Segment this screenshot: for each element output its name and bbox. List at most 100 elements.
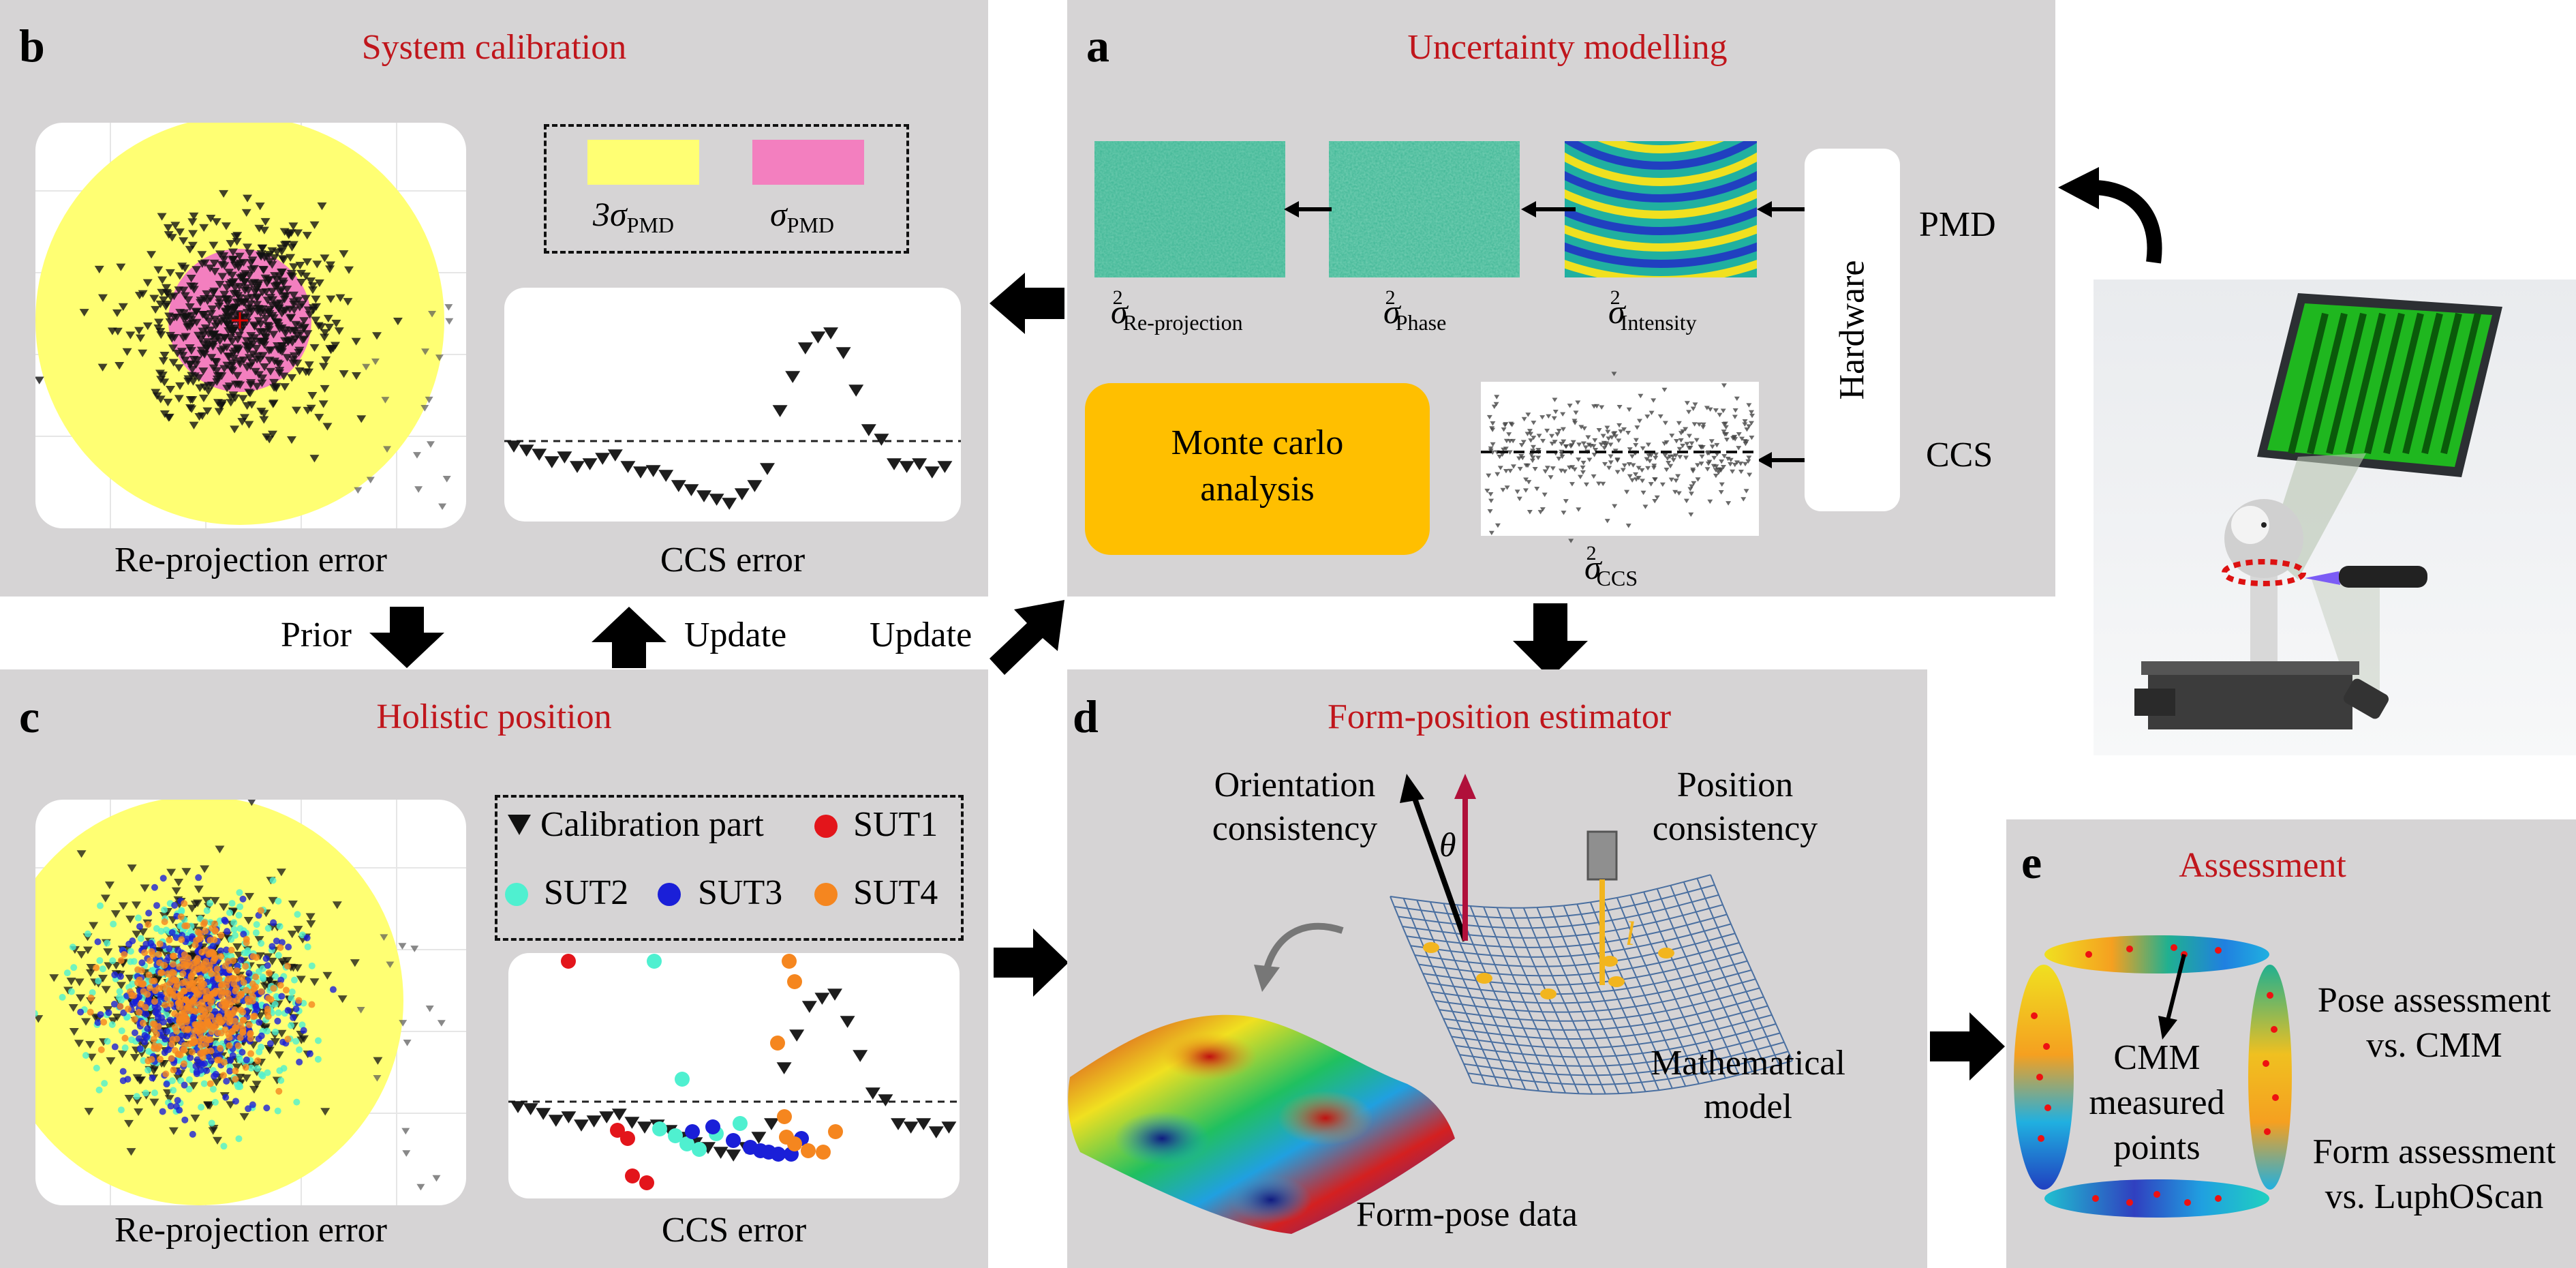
sut-marker — [226, 1068, 234, 1075]
ccs-uncertainty-marker — [1666, 461, 1672, 466]
sut-marker — [230, 919, 238, 926]
sut-marker — [200, 1080, 208, 1087]
pose-assessment-line2: vs. CMM — [2366, 1026, 2502, 1065]
reprojection-marker — [243, 346, 253, 354]
sut-marker — [206, 1036, 214, 1044]
ccs-uncertainty-marker — [1629, 478, 1636, 483]
reprojection-marker — [168, 1127, 179, 1135]
reprojection-marker — [210, 896, 220, 905]
sut-marker — [276, 922, 283, 930]
sut-marker — [175, 1057, 183, 1064]
ccs-uncertainty-marker — [1534, 487, 1540, 492]
ccs-uncertainty-marker — [1578, 425, 1584, 429]
panel-b-legend — [544, 124, 909, 254]
ccs-uncertainty-marker — [1596, 427, 1602, 433]
sut-marker — [275, 1009, 282, 1016]
reprojection-marker — [134, 1108, 144, 1117]
sut-marker — [277, 976, 285, 984]
ccs-uncertainty-marker — [1531, 421, 1537, 425]
ccs-error-marker — [835, 347, 851, 359]
ccs-uncertainty-marker — [1669, 434, 1675, 438]
pmd-stripe — [2421, 312, 2462, 455]
reprojection-marker — [124, 1119, 134, 1128]
reprojection-marker — [305, 311, 315, 319]
sut-marker — [214, 1057, 221, 1064]
ccs-uncertainty-marker — [1627, 447, 1633, 452]
reprojection-marker — [309, 221, 320, 229]
reprojection-marker — [267, 957, 277, 966]
sut-marker — [193, 937, 200, 944]
ccs-uncertainty-marker — [1500, 487, 1506, 493]
sut-marker — [137, 935, 144, 942]
update-label-right: Update — [870, 616, 972, 654]
ccs-uncertainty-marker — [1730, 469, 1736, 474]
reprojection-marker — [187, 405, 197, 413]
sut-marker — [189, 1015, 197, 1023]
sut-marker — [243, 935, 250, 943]
ccs-uncertainty-marker — [1616, 438, 1622, 443]
sut-marker — [249, 1101, 256, 1108]
sigma-reprojection-label: σ2Re-projection — [1111, 286, 1243, 335]
sut-marker — [176, 1016, 183, 1023]
ccs-uncertainty-marker — [1726, 501, 1732, 506]
sut-marker — [202, 1040, 210, 1048]
reprojection-marker — [138, 349, 148, 358]
sut-marker — [145, 909, 153, 917]
ccs-uncertainty-marker — [1743, 441, 1749, 447]
reprojection-marker — [280, 337, 290, 345]
ccs-error-marker — [878, 1094, 893, 1106]
reprojection-marker — [259, 416, 269, 424]
reprojection-marker — [234, 294, 245, 302]
reprojection-marker — [172, 349, 183, 358]
reprojection-marker — [247, 266, 257, 274]
sut-marker — [191, 1021, 199, 1028]
reprojection-marker — [289, 301, 299, 309]
reprojection-marker — [372, 332, 382, 340]
reprojection-marker — [258, 244, 268, 252]
mesh-line — [1410, 923, 1732, 958]
ccs-uncertainty-marker — [1653, 452, 1659, 457]
reprojection-marker — [398, 943, 407, 950]
reprojection-marker — [108, 1017, 119, 1025]
reprojection-marker — [200, 865, 210, 873]
reprojection-marker — [186, 282, 196, 290]
ccs-uncertainty-marker — [1648, 482, 1654, 487]
sut-marker — [181, 1116, 189, 1123]
ccs-uncertainty-marker — [1550, 466, 1556, 471]
sut4-marker — [770, 1036, 785, 1051]
reprojection-marker — [245, 892, 255, 901]
reprojection-marker — [188, 230, 198, 238]
ccs-uncertainty-marker — [1596, 481, 1602, 486]
sut-marker — [136, 1008, 143, 1016]
sut-marker — [196, 1038, 203, 1045]
sut-marker — [204, 1018, 211, 1026]
sut-marker — [249, 993, 257, 1001]
sut-marker — [162, 926, 170, 934]
reprojection-marker — [288, 222, 298, 230]
reprojection-marker — [209, 364, 219, 372]
reprojection-marker — [157, 288, 167, 297]
mesh-line — [1455, 1023, 1777, 1058]
legend-sut2-marker — [505, 883, 528, 906]
sut-marker — [173, 1027, 181, 1035]
theta-label: θ — [1439, 826, 1456, 864]
ccs-uncertainty-marker — [1554, 432, 1561, 437]
ccs-uncertainty-marker — [1614, 457, 1621, 462]
ccs-uncertainty-marker — [1618, 429, 1624, 434]
reprojection-marker — [356, 1006, 365, 1014]
ccs-error-marker — [582, 458, 598, 470]
reprojection-marker — [226, 279, 236, 287]
panel-d-title: Form-position estimator — [1327, 697, 1672, 736]
ccs-uncertainty-marker — [1732, 414, 1738, 419]
reprojection-marker — [366, 477, 375, 484]
ccs-uncertainty-marker — [1612, 431, 1618, 436]
ccs-uncertainty-marker — [1721, 383, 1727, 388]
cmm-point — [2215, 947, 2222, 954]
sut-marker — [275, 1087, 283, 1095]
reprojection-marker — [294, 346, 305, 354]
reprojection-marker — [403, 1040, 412, 1046]
sut-marker — [89, 988, 96, 996]
ccs-uncertainty-marker — [1490, 442, 1496, 447]
reprojection-marker — [239, 314, 249, 322]
reprojection-marker — [232, 238, 242, 246]
